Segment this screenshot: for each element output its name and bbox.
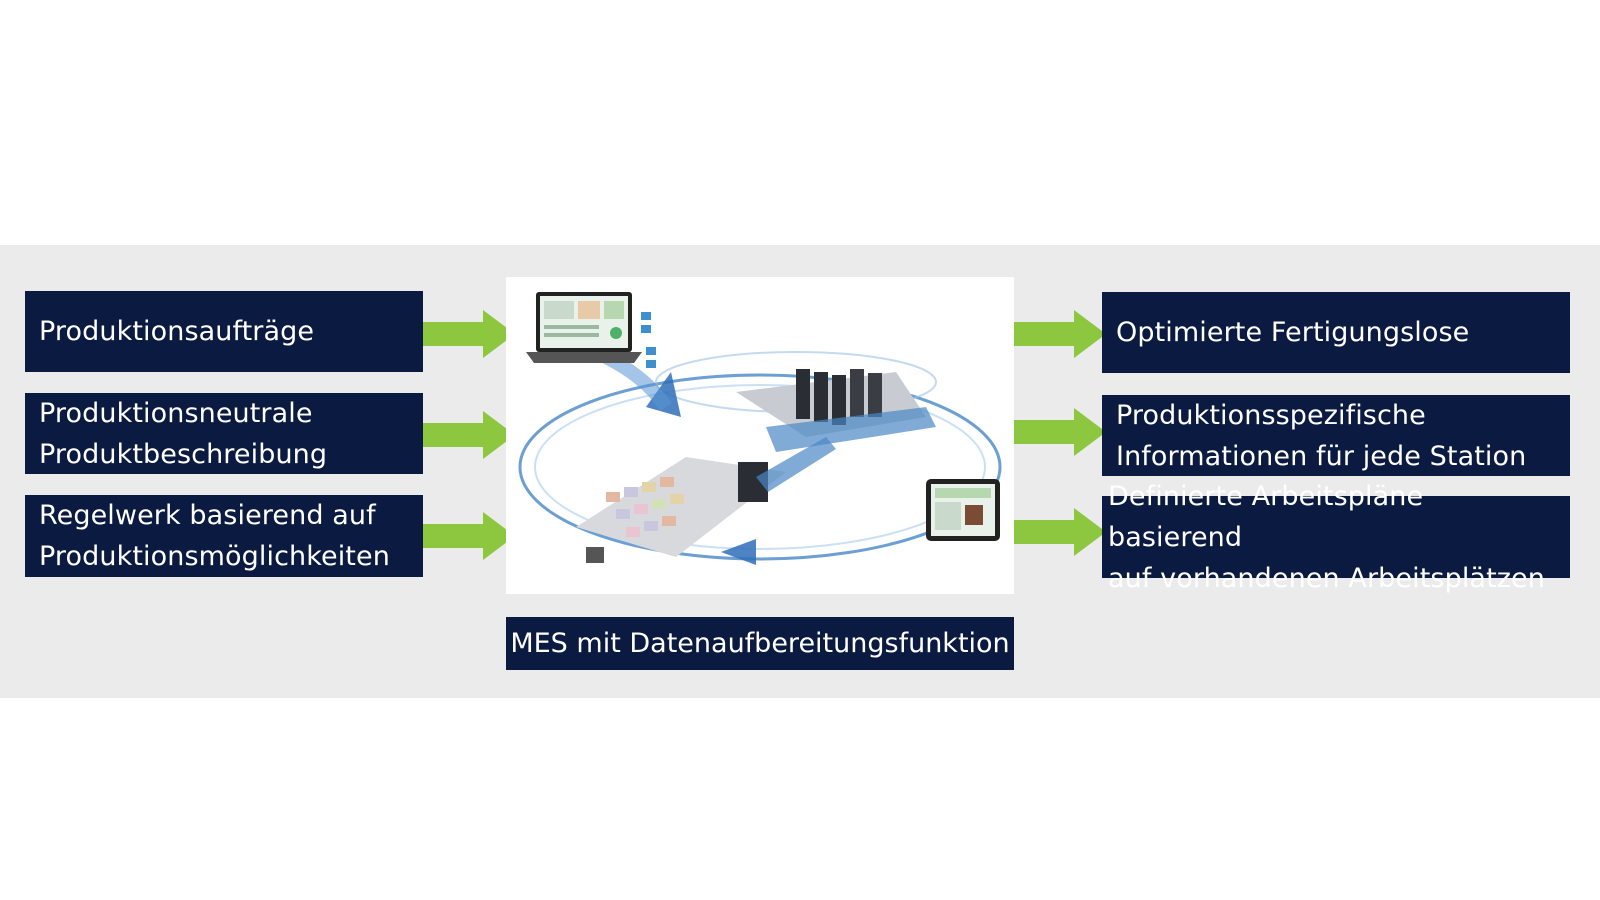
mes-caption: MES mit Datenaufbereitungsfunktion <box>506 617 1014 670</box>
cycle-arrow-left-icon <box>721 539 756 565</box>
conveyor-area <box>576 437 836 563</box>
input-arrow-1 <box>423 310 515 358</box>
input-label: Regelwerk basierend auf Produktionsmögli… <box>39 500 390 572</box>
output-box-work-plans: Definierte Arbeitspläne basierend auf vo… <box>1102 481 1570 594</box>
input-box-product-description: Produktionsneutrale Produktbeschreibung <box>25 393 423 474</box>
caption-label: MES mit Datenaufbereitungsfunktion <box>510 628 1010 659</box>
input-arrow-3 <box>423 512 515 560</box>
cycle-ring <box>518 373 1002 561</box>
production-line-illustration <box>506 277 1014 594</box>
tablet-icon <box>926 479 1000 541</box>
input-arrow-2 <box>423 411 515 459</box>
output-arrow-2 <box>1014 408 1106 456</box>
output-arrow-3 <box>1014 508 1106 556</box>
storage-racks <box>736 369 936 452</box>
output-box-station-info: Produktionsspezifische Informationen für… <box>1102 395 1570 476</box>
mes-cycle-illustration <box>518 292 1002 565</box>
laptop-icon <box>526 292 642 363</box>
output-label: Definierte Arbeitspläne basierend auf vo… <box>1108 480 1545 594</box>
output-label: Produktionsspezifische Informationen für… <box>1116 399 1527 472</box>
input-box-rules: Regelwerk basierend auf Produktionsmögli… <box>25 495 423 577</box>
output-arrow-1 <box>1014 310 1106 358</box>
input-label: Produktionsaufträge <box>39 316 315 347</box>
network-devices-icon <box>641 312 656 368</box>
output-box-production-lots: Optimierte Fertigungslose <box>1102 292 1570 373</box>
output-label: Optimierte Fertigungslose <box>1116 317 1470 348</box>
input-box-production-orders: Produktionsaufträge <box>25 291 423 372</box>
input-label: Produktionsneutrale Produktbeschreibung <box>39 397 328 470</box>
